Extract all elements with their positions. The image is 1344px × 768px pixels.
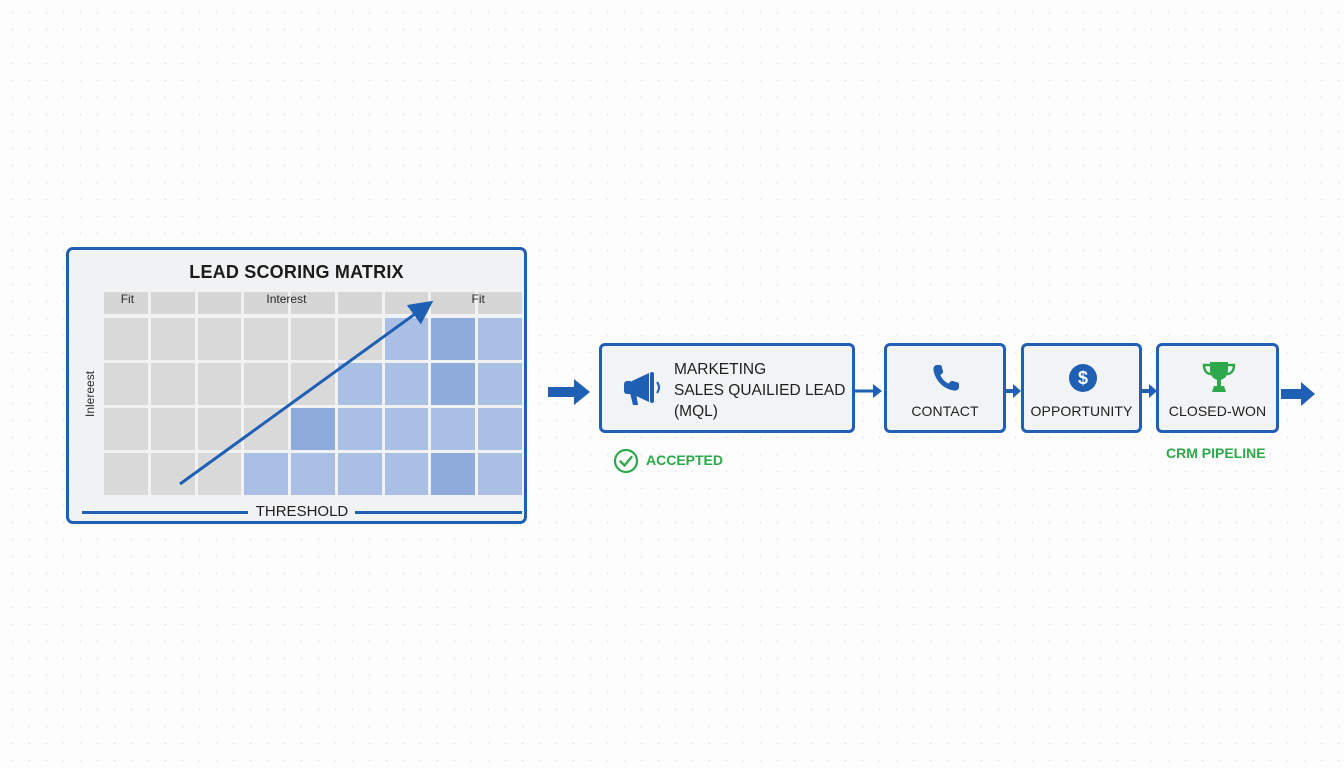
matrix-cell [384,363,429,405]
flow-step-contact[interactable]: CONTACT [884,343,1006,433]
trophy-icon [1202,362,1236,392]
matrix-cell [244,363,289,405]
header-cell [337,292,382,314]
matrix-cell [431,318,476,360]
matrix-cell [244,453,289,495]
crm-pipeline-caption: CRM PIPELINE [1166,445,1266,461]
matrix-cell [291,408,335,450]
matrix-cell [384,453,429,495]
matrix-cell [150,363,195,405]
closed-won-label: CLOSED-WON [1168,403,1267,419]
threshold-line-right [355,511,522,514]
header-cell [197,292,242,314]
matrix-cell [384,408,429,450]
matrix-cell [197,318,242,360]
matrix-cell [337,408,382,450]
header-label: Fit [471,292,485,306]
contact-label: CONTACT [911,403,979,419]
threshold-line-left [82,511,248,514]
matrix-cell [244,318,289,360]
svg-text:$: $ [1078,368,1088,388]
megaphone-icon [624,372,660,405]
matrix-title: LEAD SCORING MATRIX [189,262,404,282]
matrix-cell [150,453,195,495]
mql-label: MARKETING SALES QUAILIED LEAD (MQL) [674,359,845,422]
matrix-cell [337,363,382,405]
matrix-cell [431,363,476,405]
header-cell [150,292,195,314]
threshold-label: THRESHOLD [255,503,349,520]
entry-arrow-icon [548,379,590,405]
matrix-cell [384,318,429,360]
check-circle-icon [613,448,639,474]
matrix-cell [478,453,522,495]
dollar-icon: $ [1069,364,1097,392]
opportunity-label: OPPORTUNITY [1030,403,1133,419]
matrix-cell [431,453,476,495]
header-cell [104,292,148,314]
matrix-cell [197,453,242,495]
trend-arrow [179,300,434,486]
matrix-cell [291,453,335,495]
matrix-cell [291,318,335,360]
flow-step-opportunity[interactable]: $ OPPORTUNITY [1021,343,1142,433]
mql-label-line-2: SALES QUAILIED LEAD [674,382,846,399]
flow-step-mql[interactable]: MARKETING SALES QUAILIED LEAD (MQL) [599,343,855,433]
matrix-cell [431,408,476,450]
matrix-cell [150,408,195,450]
matrix-cell [104,453,148,495]
header-cell [478,292,522,314]
arrow-icon [855,384,882,398]
y-axis-label: Inlereest [83,370,97,418]
matrix-cell [478,363,522,405]
mql-label-line-1: MARKETING [674,361,767,378]
mql-label-line-3: (MQL) [674,403,718,420]
matrix-cell [478,318,522,360]
matrix-cell [197,408,242,450]
arrow-icon [1006,384,1021,398]
threshold-row: THRESHOLD [82,503,522,521]
header-cell [291,292,335,314]
header-cell [431,292,476,314]
lead-scoring-matrix-panel: LEAD SCORING MATRIX Fit Interest Fit Inler… [66,247,527,524]
matrix-cell [104,318,148,360]
matrix-cell [244,408,289,450]
accepted-status: ACCEPTED [646,452,724,468]
matrix-cell [337,453,382,495]
scoring-grid: Fit Interest Fit [104,292,522,495]
matrix-cell [104,363,148,405]
header-cell [244,292,289,314]
phone-icon [933,365,959,391]
matrix-cell [478,408,522,450]
flow-step-closed-won[interactable]: CLOSED-WON [1156,343,1279,433]
exit-arrow-icon [1281,382,1315,406]
header-label: Fit [120,292,135,306]
matrix-cell [150,318,195,360]
trend-arrow-line [179,300,434,486]
matrix-cell [197,363,242,405]
matrix-cell [104,408,148,450]
header-label: Interest [266,292,307,306]
arrow-icon [1142,384,1157,398]
